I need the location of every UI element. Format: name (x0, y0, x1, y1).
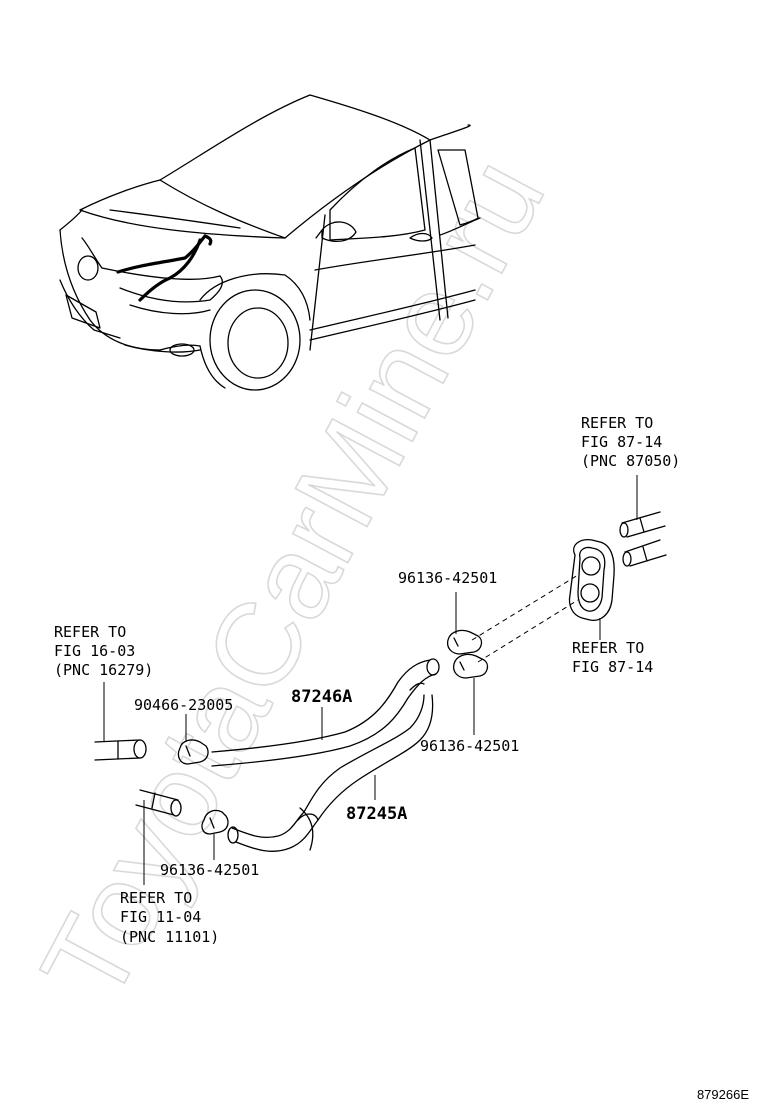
callout-line: FIG 87-14 (581, 433, 662, 451)
callout-line: REFER TO (572, 639, 644, 657)
callout-line: REFER TO (120, 889, 192, 907)
engine-pipe-lower-left (135, 789, 182, 817)
hose-clamp-lower-right (452, 653, 489, 679)
callout-line: REFER TO (54, 623, 126, 641)
heater-pipe-lower (622, 539, 667, 567)
heater-grommet (568, 539, 615, 621)
part-number-hose-outlet: 87245A (346, 804, 407, 824)
part-number-clamp-lower-left: 96136-42501 (160, 861, 259, 879)
part-number-hose-inlet: 87246A (291, 687, 352, 707)
callout-line: (PNC 16279) (54, 661, 153, 679)
heater-pipe-upper (619, 511, 666, 538)
hose-clamp-left (177, 739, 209, 765)
part-number-clamp-left: 90466-23005 (134, 696, 233, 714)
callout-refer-grommet: REFER TO FIG 87-14 (572, 639, 653, 676)
car-illustration (59, 94, 481, 391)
part-number-clamp-upper-right: 96136-42501 (398, 569, 497, 587)
hose-clamp-upper-right (446, 629, 483, 655)
callout-line: FIG 16-03 (54, 642, 135, 660)
callout-line: (PNC 87050) (581, 452, 680, 470)
engine-pipe-upper-left (94, 739, 147, 761)
callout-refer-left-lower: REFER TO FIG 11-04 (PNC 11101) (120, 889, 219, 946)
callout-line: (PNC 11101) (120, 928, 219, 946)
callout-line: FIG 87-14 (572, 658, 653, 676)
callout-line: FIG 11-04 (120, 908, 201, 926)
figure-code: 879266E (697, 1087, 749, 1102)
part-number-clamp-lower-right: 96136-42501 (420, 737, 519, 755)
callout-refer-top-right: REFER TO FIG 87-14 (PNC 87050) (581, 414, 680, 470)
heater-hose-87245a (227, 694, 434, 852)
hose-clamp-lower-left (201, 809, 229, 835)
callout-line: REFER TO (581, 414, 653, 432)
callout-refer-left-upper: REFER TO FIG 16-03 (PNC 16279) (54, 623, 153, 679)
heater-hose-87246a (211, 658, 440, 767)
